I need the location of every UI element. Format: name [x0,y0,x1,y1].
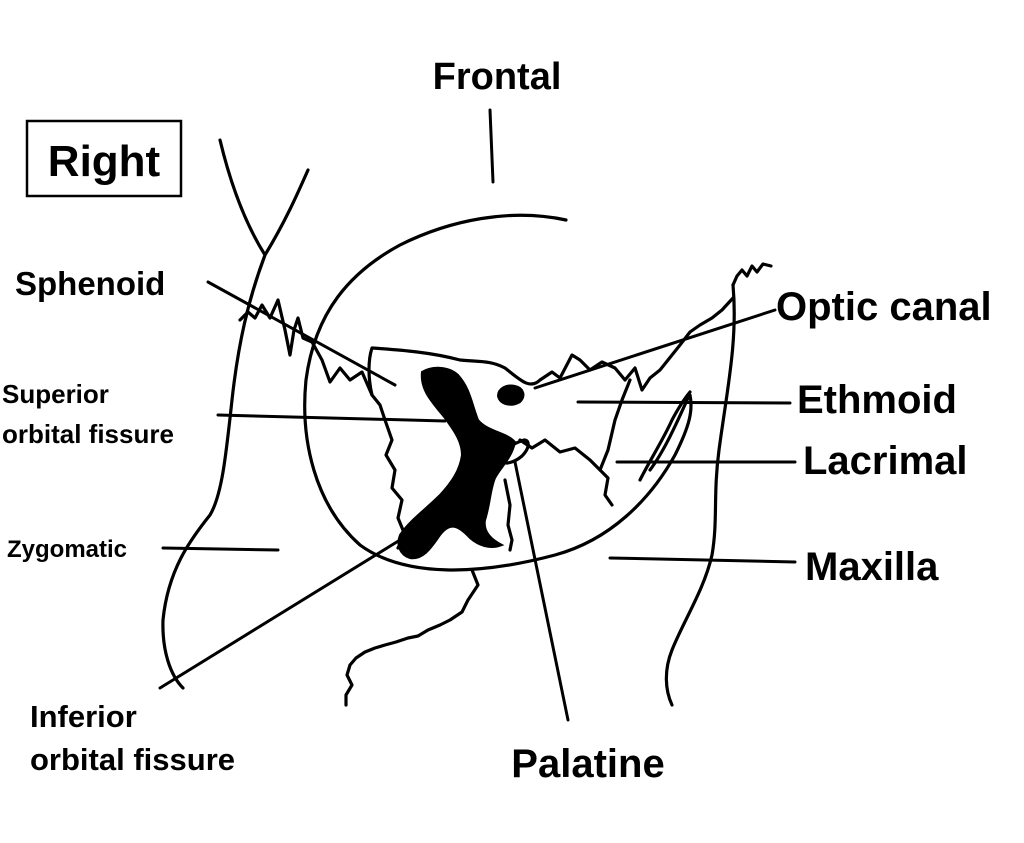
side-label-box [25,119,183,198]
ethmoid-lacrimal-suture [518,438,614,507]
palatine-suture [503,478,514,552]
label-superior-orbital-fissure-line2: orbital fissure [2,419,174,449]
leader-frontal [488,108,495,184]
lacrimal-suture-left [598,378,632,472]
palatine-bone-outline [496,438,530,465]
zygomatic-outline [161,138,310,690]
leader-inferior-orbital-fissure [158,538,402,690]
label-frontal: Frontal [433,56,562,98]
maxilla-inferior-suture [344,568,480,707]
orbital-rim [303,213,693,572]
label-ethmoid: Ethmoid [797,378,957,422]
maxilla-right-outline [664,283,736,707]
optic-wavy-top [731,262,773,287]
inferior-orbital-fissure [397,366,517,560]
leader-palatine [513,460,570,722]
label-sphenoid: Sphenoid [15,265,165,302]
lacrimal-suture-right [638,390,692,482]
sphenoid-body-outline [367,296,735,397]
label-zygomatic: Zygomatic [7,536,127,563]
label-inferior-orbital-fissure-line2: orbital fissure [30,742,235,777]
label-superior-orbital-fissure-line1: Superior [2,379,109,409]
leader-zygomatic [161,546,280,552]
leader-superior-orbital-fissure [216,413,447,423]
label-maxilla: Maxilla [805,545,939,589]
leader-optic-canal [533,308,777,390]
optic-canal [496,384,525,406]
leader-maxilla [608,556,797,564]
sphenoid-suture-lower [383,418,407,550]
sphenoid-suture-upper [238,298,387,422]
label-lacrimal: Lacrimal [803,439,968,483]
label-optic-canal: Optic canal [776,285,992,329]
label-inferior-orbital-fissure-line1: Inferior [30,699,137,734]
side-label: Right [48,137,161,186]
label-palatine: Palatine [511,742,664,786]
